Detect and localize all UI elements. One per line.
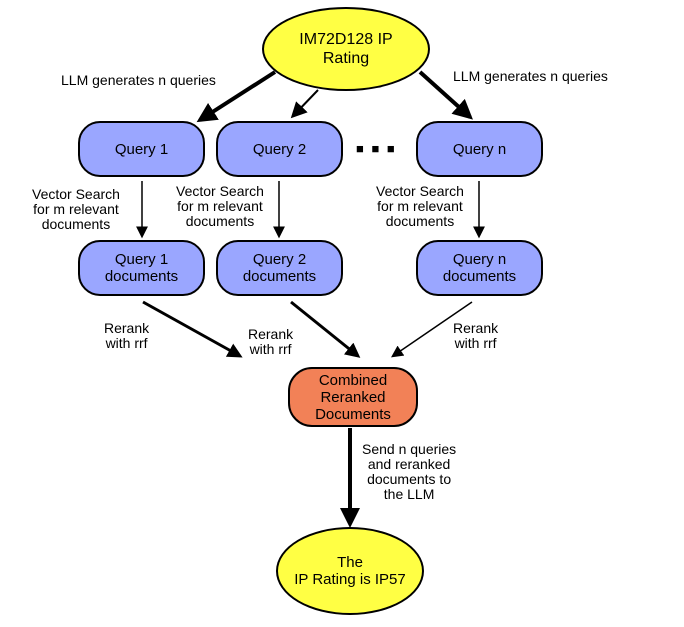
query-n-documents-node: Query n documents [416, 240, 543, 296]
query-1-documents-node: Query 1 documents [78, 240, 205, 296]
rerank-label-n: Rerank with rrf [453, 320, 499, 351]
arrow-input-to-query1 [196, 70, 277, 123]
arrow-docsn-to-combined [391, 301, 473, 358]
output-node: The IP Rating is IP57 [276, 527, 424, 615]
query-1-node: Query 1 [78, 121, 205, 177]
generate-queries-label-left: LLM generates n queries [61, 72, 216, 88]
vector-search-label-2: Vector Search for m relevant documents [176, 183, 264, 229]
arrow-docs2-to-combined [290, 300, 361, 358]
input-node: IM72D128 IP Rating [262, 7, 430, 91]
rerank-label-2: Rerank with rrf [248, 326, 294, 357]
combined-reranked-documents-node: Combined Reranked Documents [288, 367, 418, 427]
vector-search-label-n: Vector Search for m relevant documents [376, 183, 464, 229]
generate-queries-label-right: LLM generates n queries [453, 68, 608, 84]
query-2-node: Query 2 [216, 121, 343, 177]
arrow-input-to-queryn [418, 70, 473, 120]
query-2-documents-node: Query 2 documents [216, 240, 343, 296]
vector-search-label-1: Vector Search for m relevant documents [32, 186, 120, 232]
arrow-docs1-to-combined [142, 300, 243, 358]
ellipsis-dots: ■ ■ ■ [356, 141, 397, 156]
query-n-node: Query n [416, 121, 543, 177]
rerank-label-1: Rerank with rrf [104, 320, 150, 351]
arrow-input-to-query2 [290, 89, 319, 119]
send-to-llm-label: Send n queries and reranked documents to… [362, 441, 457, 502]
